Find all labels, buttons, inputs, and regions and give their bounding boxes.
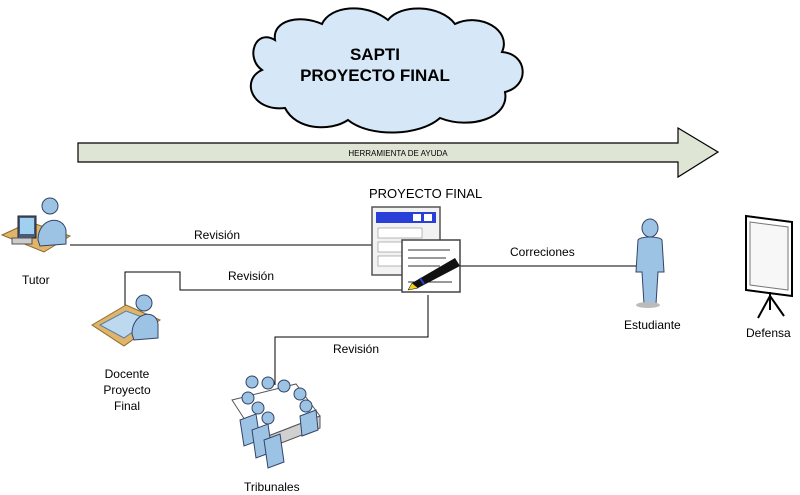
docente-connection-label: Revisión — [228, 269, 275, 283]
connector-lines — [70, 244, 640, 385]
docente-label-line3: Final — [113, 399, 140, 413]
cloud-shape — [250, 7, 524, 134]
document-pen-icon — [401, 239, 461, 293]
cloud-title: SAPTI PROYECTO FINAL — [280, 44, 470, 86]
tribunales-connection-label: Revisión — [333, 342, 380, 356]
tribunales-connector — [274, 295, 429, 385]
arrow-label: HERRAMIENTA DE AYUDA — [348, 149, 448, 158]
docente-label-line1: Docente — [104, 367, 150, 381]
cloud-title-line1: SAPTI — [349, 45, 401, 64]
docente-label-line2: Proyecto — [103, 383, 151, 397]
help-tool-arrow — [77, 126, 720, 179]
defense-screen-icon — [745, 214, 793, 319]
cloud-title-line2: PROYECTO FINAL — [300, 66, 450, 85]
estudiante-label: Estudiante — [624, 318, 681, 332]
estudiante-connection-label: Correciones — [510, 245, 575, 259]
docente-connector — [124, 271, 405, 310]
estudiante-figure — [635, 218, 665, 308]
defensa-label: Defensa — [746, 326, 791, 340]
tutor-label: Tutor — [22, 273, 50, 287]
docente-label: Docente Proyecto Final — [92, 366, 162, 414]
tutor-figure — [0, 197, 72, 253]
tribunales-label: Tribunales — [244, 480, 300, 494]
document-title: PROYECTO FINAL — [369, 186, 483, 201]
docente-figure — [91, 294, 161, 347]
tutor-connection-label: Revisión — [194, 228, 241, 242]
tribunales-figure — [231, 375, 321, 469]
